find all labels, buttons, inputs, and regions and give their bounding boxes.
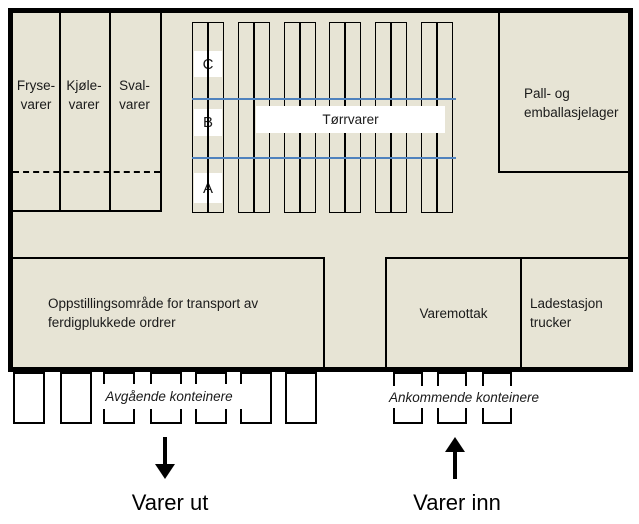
zone-oppstillingsomrade: Oppstillingsområde for transport av ferd…: [13, 257, 325, 367]
zone-torrvarer-label: Tørrvarer: [322, 112, 379, 127]
zone-divider-line-upper: [192, 98, 456, 100]
zone-pall-emballasjelager: Pall- og emballasjelager: [498, 13, 628, 173]
zone-pall-emballasjelager-label: Pall- og emballasjelager: [524, 86, 619, 120]
zone-ladestasjon: Ladestasjon trucker: [522, 257, 628, 367]
zone-svalvarer-label: Sval- varer: [119, 78, 150, 112]
zone-varemottak-label: Varemottak: [419, 305, 488, 321]
outbound-container: [60, 372, 92, 424]
arrow-up-stem: [453, 450, 457, 479]
zone-frysevarer-label: Fryse- varer: [16, 78, 56, 112]
zone-ladestasjon-label: Ladestasjon trucker: [530, 296, 603, 330]
cold-storage-divider: [59, 13, 61, 210]
zone-varemottak: Varemottak: [385, 257, 522, 367]
rack-middle-line: [253, 22, 255, 213]
outbound-container: [285, 372, 317, 424]
zone-oppstillingsomrade-label: Oppstillingsområde for transport av ferd…: [48, 296, 259, 330]
rack-middle-line: [207, 22, 209, 213]
zone-torrvarer: Tørrvarer: [256, 106, 445, 133]
warehouse-outline: [8, 8, 633, 372]
cold-storage-divider: [109, 13, 111, 210]
arrow-down-icon: [155, 464, 175, 479]
zone-kjolevarer-label: Kjøle- varer: [66, 78, 102, 112]
arrow-down-stem: [163, 437, 167, 466]
cold-storage-dashed-line: [13, 171, 160, 173]
flow-label-varer-inn: Varer inn: [413, 490, 501, 515]
outbound-container: [13, 372, 45, 424]
outbound-container: [240, 372, 272, 424]
outbound-containers-label: Avgående konteinere: [96, 384, 242, 409]
zone-divider-line-lower: [192, 157, 456, 159]
arrow-up-icon: [445, 437, 465, 452]
cold-storage-section: Fryse- varer Kjøle- varer Sval- varer: [13, 13, 162, 212]
flow-label-varer-ut: Varer ut: [131, 490, 209, 515]
inbound-containers-label: Ankommende konteinere: [381, 386, 547, 408]
